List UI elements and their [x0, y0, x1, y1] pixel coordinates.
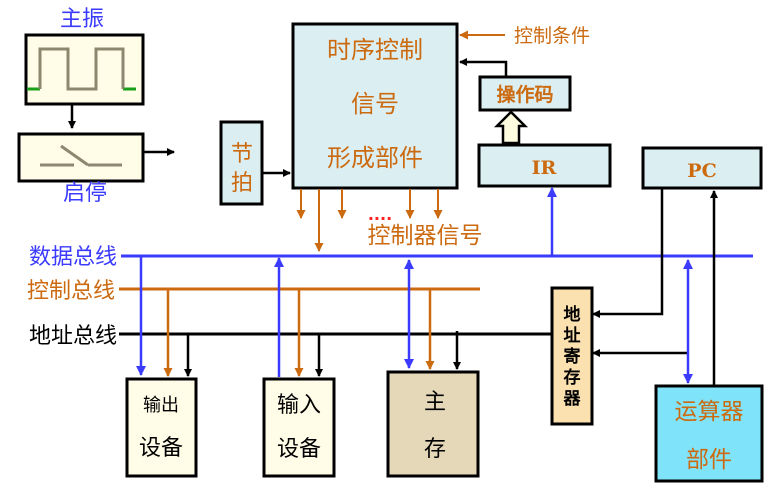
opcode-to-timing-arrow	[459, 58, 508, 76]
address-register-label-3: 寄	[564, 346, 581, 367]
alu-box	[654, 384, 764, 483]
controller-signal-arrows	[296, 189, 443, 252]
control-bus-label: 控制总线	[27, 279, 115, 304]
address-register-label-4: 存	[564, 367, 581, 388]
timing-unit-label-line-2: 信号	[351, 90, 399, 118]
ir-to-opcode-hollow-arrow	[493, 110, 529, 145]
control-condition-label: 控制条件	[514, 25, 590, 47]
timing-unit-label-line-1: 时序控制	[327, 36, 423, 64]
main-memory-box	[386, 370, 480, 478]
address-register-box	[550, 286, 594, 426]
output-device-label-line-1: 输出	[143, 395, 179, 416]
address-bus-label: 地址总线	[29, 324, 117, 349]
beat-label-line-1: 节	[231, 142, 253, 167]
timing-control-unit-box	[291, 22, 459, 190]
startstop-box	[17, 132, 145, 183]
switch-icon-lever	[60, 144, 89, 167]
address-register-label-1: 地	[564, 304, 581, 325]
beat-box	[219, 120, 264, 206]
timing-unit-label-line-3: 形成部件	[327, 144, 423, 172]
output-device-box	[125, 377, 198, 478]
opcode-box	[478, 75, 572, 112]
wave-full	[38, 47, 125, 91]
controller-signals-ellipsis: ····	[368, 209, 392, 228]
oscillator-box	[24, 33, 145, 106]
output-device-label-line-2: 设备	[139, 436, 183, 461]
controller-signals-label: 控制器信号	[368, 223, 483, 249]
main-memory-label-line-1: 主	[424, 390, 446, 415]
pc-to-address-register-arrow	[592, 189, 664, 318]
address-register-label-2: 址	[564, 326, 581, 346]
pc-box	[641, 146, 763, 190]
opcode-label: 操作码	[496, 83, 553, 106]
data-bus-label: 数据总线	[29, 245, 117, 270]
ir-label: IR	[532, 157, 557, 179]
alu-label-line-1: 运算器	[675, 399, 744, 425]
input-device-label-line-1: 输入	[277, 393, 321, 418]
startstop-label: 启停	[63, 181, 107, 206]
beat-label-line-2: 拍	[231, 171, 253, 196]
alu-label-line-2: 部件	[686, 447, 732, 473]
main-memory-label-line-2: 存	[424, 437, 446, 462]
oscillator-label: 主振	[60, 7, 104, 32]
input-device-box	[262, 377, 336, 478]
address-register-label-5: 器	[563, 389, 582, 409]
pc-label: PC	[687, 160, 716, 182]
ir-box	[477, 143, 612, 188]
input-device-label-line-2: 设备	[277, 437, 321, 462]
